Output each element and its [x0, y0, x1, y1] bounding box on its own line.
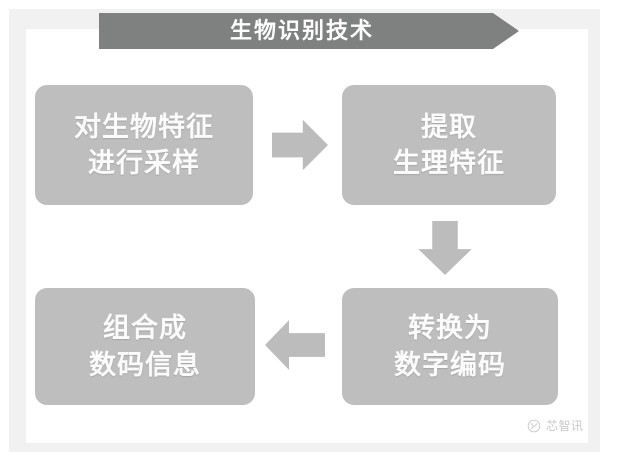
circle-logo-icon	[527, 419, 541, 433]
diagram-title-banner: 生物识别技术	[99, 13, 519, 49]
diagram-title: 生物识别技术	[229, 18, 374, 43]
process-box-sample: 对生物特征 进行采样	[35, 85, 253, 205]
process-box-convert-line-1: 转换为	[408, 313, 492, 344]
watermark: 芯智讯	[527, 419, 584, 433]
process-box-convert-line-2: 数字编码	[394, 349, 506, 380]
process-box-extract-line-2: 生理特征	[393, 148, 505, 178]
process-box-extract-line-1: 提取	[421, 111, 477, 142]
process-box-sample-line-1: 对生物特征	[74, 111, 214, 142]
process-box-extract: 提取 生理特征	[342, 85, 556, 205]
process-box-combine-line-2: 数码信息	[89, 349, 201, 380]
process-box-convert: 转换为 数字编码	[342, 288, 558, 405]
process-box-sample-line-2: 进行采样	[88, 148, 200, 178]
process-box-combine: 组合成 数码信息	[35, 288, 255, 405]
watermark-text: 芯智讯	[546, 419, 584, 433]
process-box-combine-line-1: 组合成	[103, 313, 187, 344]
